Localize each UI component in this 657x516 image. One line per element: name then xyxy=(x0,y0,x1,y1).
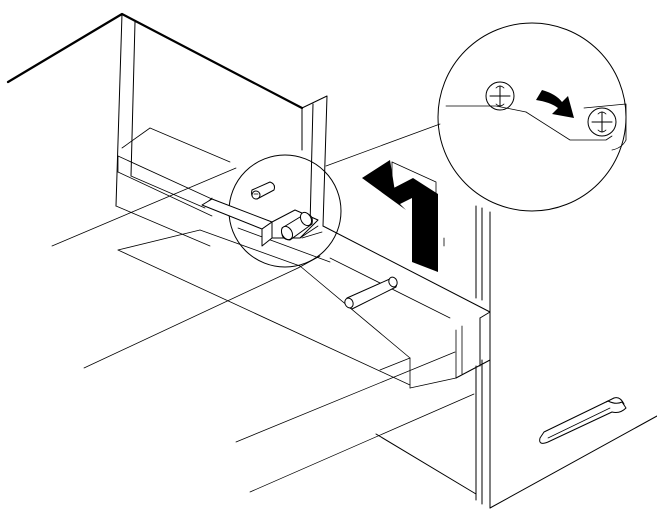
upward-arrow xyxy=(362,160,438,272)
cabinet-side-panel xyxy=(375,161,657,509)
curved-arrow xyxy=(536,90,574,118)
pin xyxy=(344,276,398,310)
screw-icon-shifted xyxy=(587,107,617,137)
drawer xyxy=(51,167,475,493)
magnified-detail xyxy=(325,22,627,212)
cabinet-back-panel xyxy=(115,13,328,247)
cabinet-top-edge xyxy=(6,12,304,110)
drawer-front-panel xyxy=(322,225,491,389)
hinge-bracket xyxy=(201,181,319,247)
screw-icon xyxy=(485,81,515,111)
door-handle xyxy=(539,397,627,444)
